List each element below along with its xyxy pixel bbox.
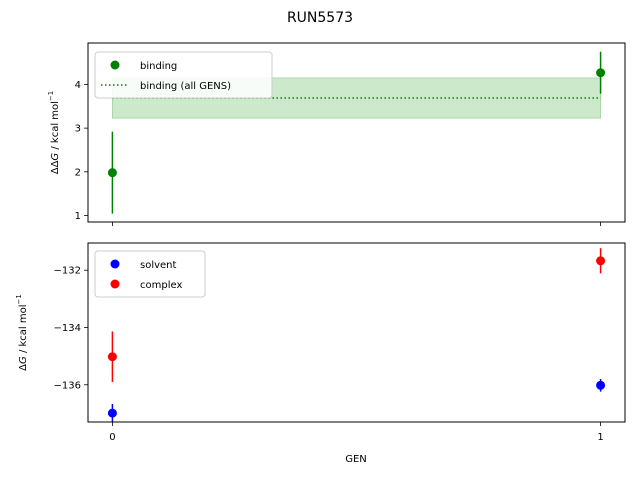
x-tick-label: 0 bbox=[109, 432, 115, 443]
legend-marker-complex bbox=[110, 279, 120, 289]
point-solvent bbox=[107, 408, 117, 418]
legend-label: binding (all GENS) bbox=[140, 81, 231, 92]
x-tick-label: 1 bbox=[597, 432, 603, 443]
legend: solvent complex bbox=[94, 250, 206, 298]
point-binding bbox=[596, 68, 606, 78]
point-binding bbox=[107, 168, 117, 178]
x-axis-label: GEN bbox=[345, 454, 367, 465]
y-tick-label: −132 bbox=[54, 266, 81, 277]
legend-box bbox=[94, 51, 273, 99]
y-tick-label: −134 bbox=[54, 323, 81, 334]
y-tick-label: −136 bbox=[54, 380, 81, 391]
legend-marker-solvent bbox=[110, 259, 120, 269]
point-solvent bbox=[596, 380, 606, 390]
legend-label: complex bbox=[140, 280, 182, 291]
legend-label: solvent bbox=[140, 260, 177, 271]
legend-box bbox=[94, 250, 206, 298]
y-tick-label: 3 bbox=[75, 124, 81, 135]
legend-label: binding bbox=[140, 61, 177, 72]
point-complex bbox=[596, 256, 606, 266]
legend: binding binding (all GENS) bbox=[94, 51, 273, 99]
axes-frame bbox=[87, 42, 626, 223]
chart-suptitle: RUN5573 bbox=[287, 10, 353, 26]
y-tick-label: 1 bbox=[75, 211, 81, 222]
y-tick-label: 2 bbox=[75, 167, 81, 178]
legend-marker-binding bbox=[110, 60, 120, 70]
y-tick-label: 4 bbox=[75, 80, 81, 91]
y-axis-label: ΔG / kcal mol−1 bbox=[15, 294, 29, 371]
panel-solvent-complex: −136 −134 −132 0 1 ΔG / kcal mol−1 solvent comp… bbox=[15, 242, 626, 443]
point-complex bbox=[107, 352, 117, 362]
y-axis-label: ΔΔG / kcal mol−1 bbox=[47, 91, 61, 175]
axes-frame bbox=[87, 242, 626, 423]
